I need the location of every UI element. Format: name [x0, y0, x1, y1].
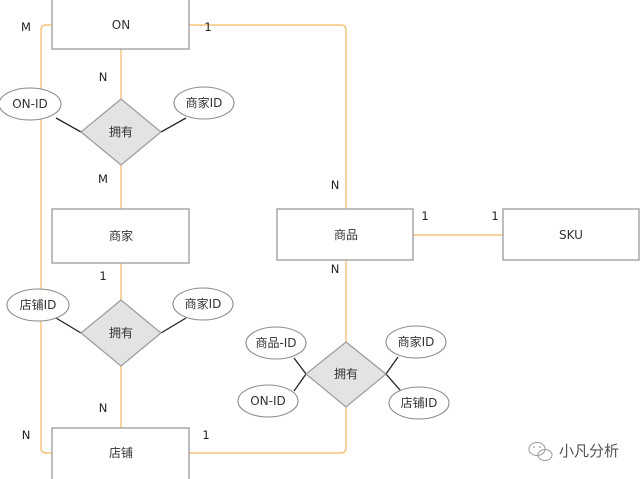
link-r3-top-right — [385, 356, 399, 375]
cardinality-product-right: 1 — [421, 209, 428, 223]
attribute-label: 商家ID — [186, 95, 223, 110]
attribute-merchant-id-2[interactable]: 商家ID — [172, 287, 234, 321]
relationship-product-store[interactable]: 拥有 — [305, 341, 387, 408]
link-r1-right — [160, 117, 187, 133]
attribute-store-id-2[interactable]: 店铺ID — [388, 386, 450, 420]
attribute-store-id-1[interactable]: 店铺ID — [6, 288, 70, 322]
entity-store-label: 店铺 — [109, 446, 133, 460]
link-r3-bottom-left — [293, 373, 307, 392]
cardinality-r1-top: N — [99, 70, 108, 84]
link-r3-top-left — [293, 357, 307, 375]
attribute-label: 店铺ID — [401, 396, 438, 410]
entity-on-label: ON — [112, 18, 130, 32]
attribute-label: ON-ID — [250, 394, 286, 408]
entity-store[interactable]: 店铺 — [51, 427, 190, 479]
watermark: 小凡分析 — [528, 442, 619, 461]
entity-product[interactable]: 商品 — [276, 208, 414, 261]
attribute-on-id-1[interactable]: ON-ID — [0, 87, 62, 121]
entity-on[interactable]: ON — [51, 0, 190, 50]
cardinality-store-right: 1 — [202, 428, 209, 442]
cardinality-r1-bottom: M — [98, 172, 108, 186]
link-r2-right — [160, 317, 187, 334]
attribute-label: 商家ID — [185, 296, 222, 311]
attribute-label: 店铺ID — [20, 298, 57, 312]
attribute-label: ON-ID — [12, 97, 48, 111]
connector-on-to-product — [189, 24, 347, 209]
watermark-text: 小凡分析 — [559, 442, 619, 460]
cardinality-product-bottom: N — [331, 262, 340, 276]
relationship-3-label: 拥有 — [334, 367, 358, 381]
attribute-label: 商品-ID — [255, 335, 296, 350]
cardinality-product-top: N — [331, 178, 340, 192]
link-r2-left — [55, 317, 82, 334]
attribute-merchant-id-1[interactable]: 商家ID — [173, 86, 235, 120]
cardinality-r2-bottom: N — [99, 401, 108, 415]
entity-product-label: 商品 — [334, 227, 358, 242]
entity-sku-label: SKU — [559, 228, 583, 242]
attribute-merchant-id-3[interactable]: 商家ID — [385, 325, 447, 359]
attribute-links — [55, 117, 401, 392]
wechat-logo-icon — [528, 442, 553, 461]
relationship-1-label: 拥有 — [109, 125, 133, 139]
attribute-label: 商家ID — [398, 334, 435, 349]
entity-merchant-label: 商家 — [109, 228, 133, 243]
link-r3-bottom-right — [385, 373, 401, 391]
attribute-product-id[interactable]: 商品-ID — [245, 326, 307, 360]
cardinality-sku-left: 1 — [491, 209, 498, 223]
connector-r3-to-store — [189, 407, 347, 454]
relationship-merchant-store[interactable]: 拥有 — [80, 299, 162, 367]
cardinality-store-left: N — [22, 428, 31, 442]
cardinality-r2-top: 1 — [99, 269, 106, 283]
cardinality-on-left: M — [21, 20, 31, 34]
connector-on-to-store — [40, 24, 52, 454]
connectors — [40, 24, 503, 454]
relationship-on-merchant[interactable]: 拥有 — [80, 98, 162, 166]
relationship-2-label: 拥有 — [109, 326, 133, 340]
cardinality-on-right: 1 — [204, 20, 211, 34]
cardinality-labels: M 1 N M 1 N N 1 N N 1 1 — [21, 20, 499, 442]
entity-merchant[interactable]: 商家 — [51, 208, 190, 264]
link-r1-left — [55, 117, 82, 133]
attribute-on-id-2[interactable]: ON-ID — [237, 384, 299, 418]
entity-sku[interactable]: SKU — [502, 208, 640, 261]
